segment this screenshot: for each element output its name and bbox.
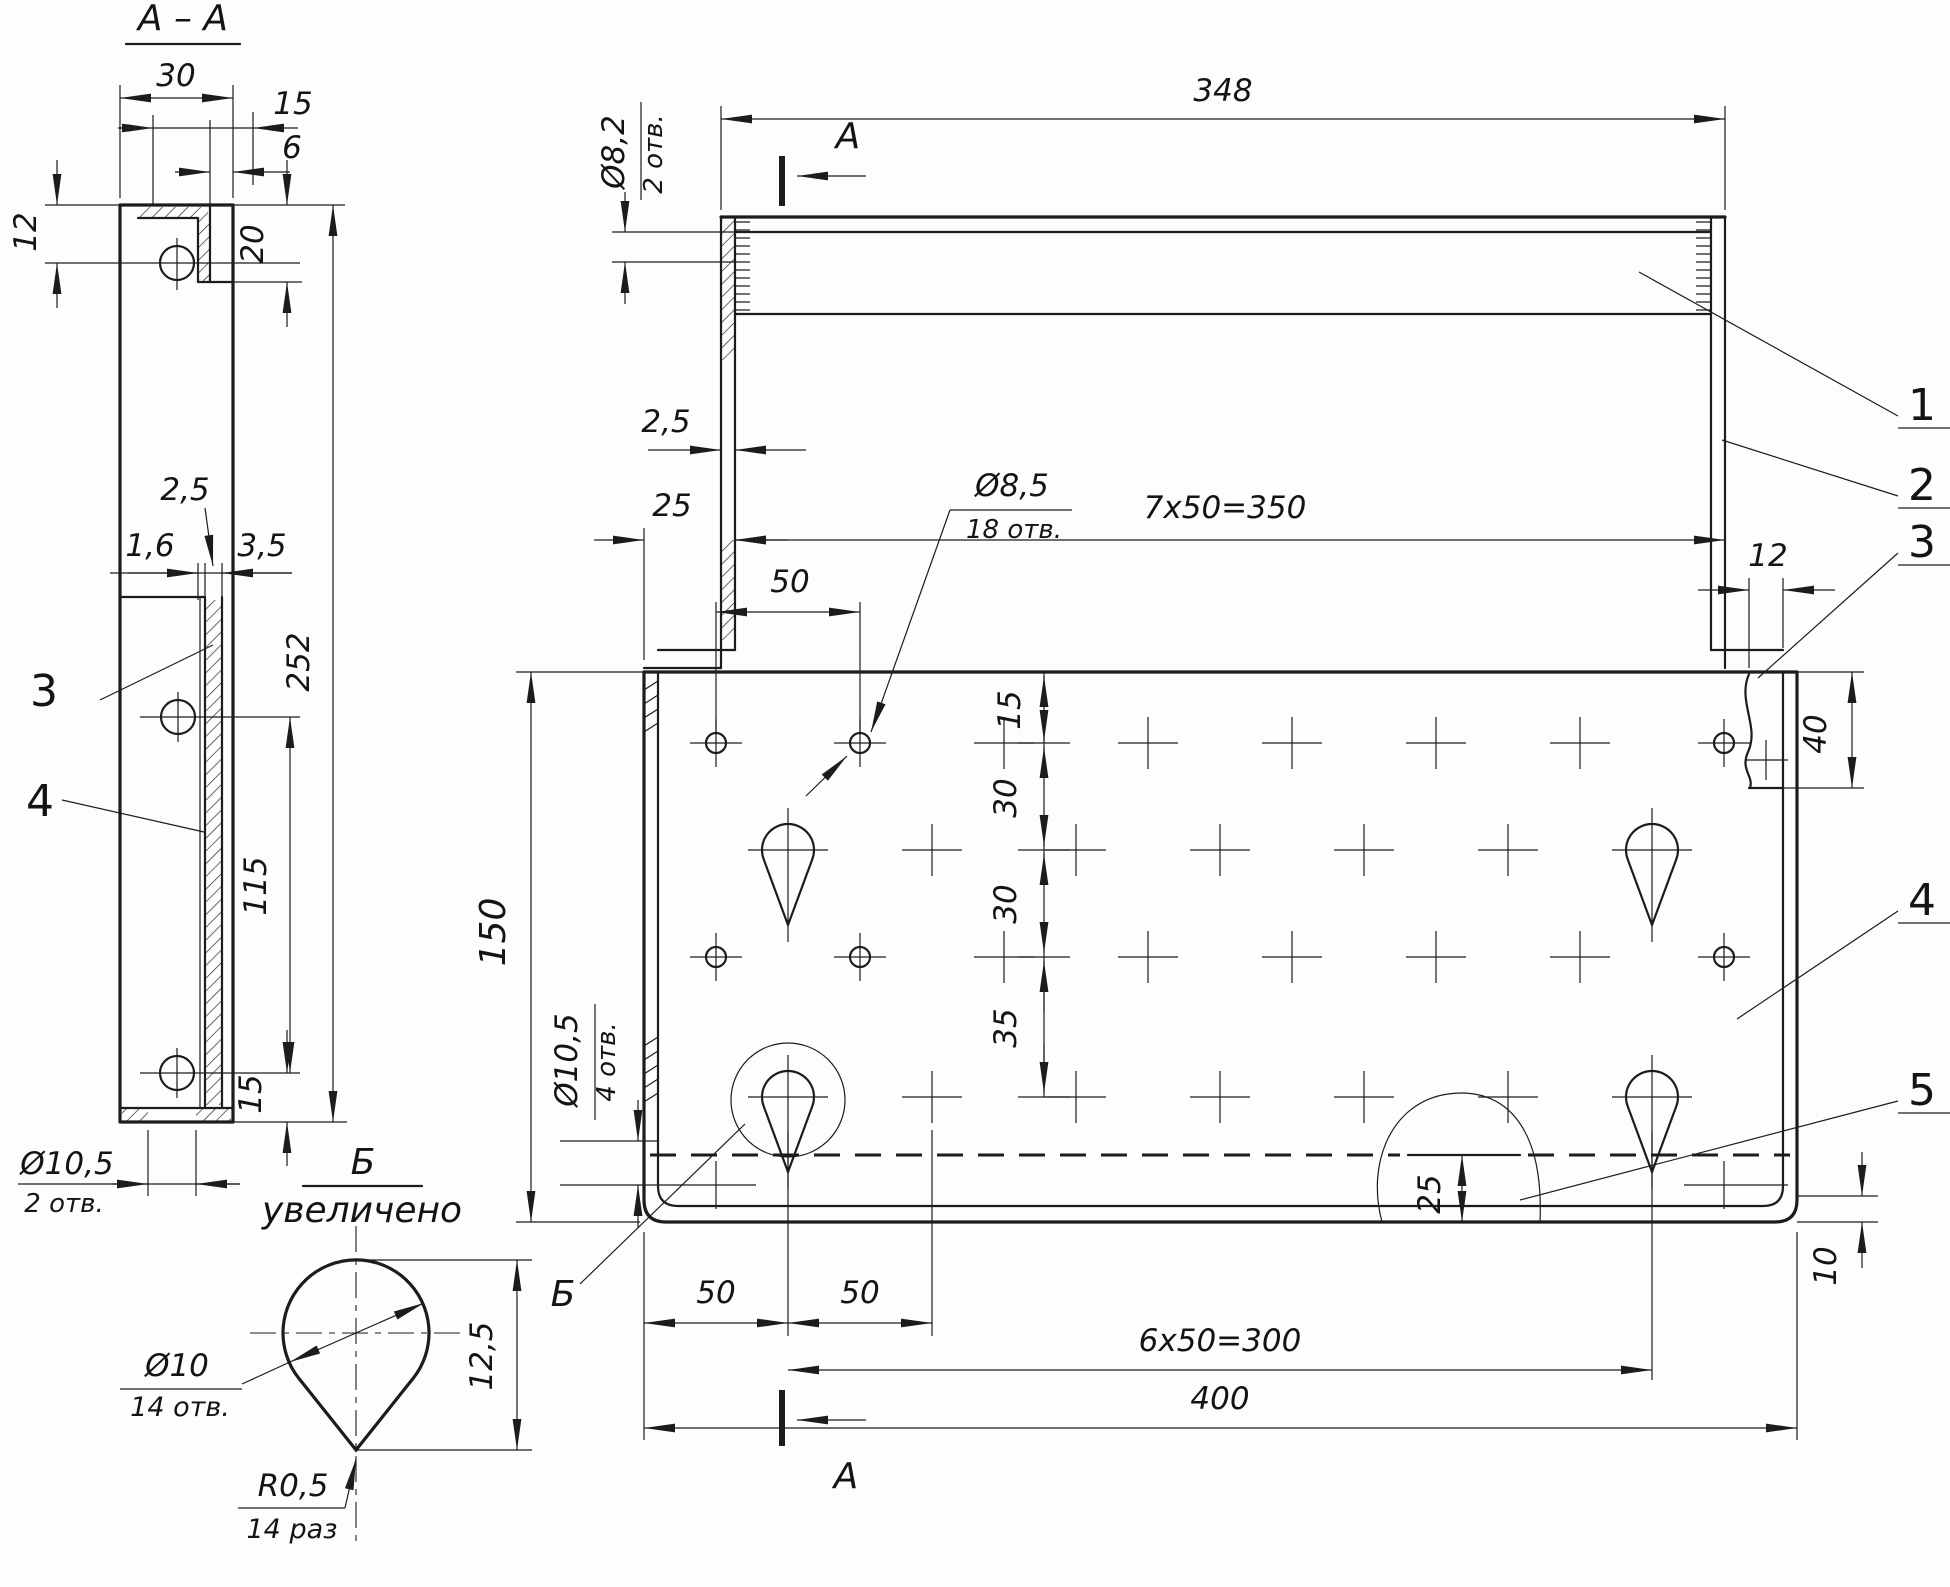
hole82-dia: Ø8,2 [596, 115, 632, 191]
callout-1: 1 [1908, 380, 1936, 431]
section-marker-top: А [834, 116, 861, 157]
hole82-qty: 2 отв. [639, 114, 669, 193]
dim-1-6: 1,6 [125, 528, 174, 564]
dim-15-flange: 15 [273, 86, 312, 122]
callout-5: 5 [1908, 1065, 1936, 1116]
detail-radius-qty: 14 раз [247, 1514, 338, 1545]
dim-35: 35 [988, 1008, 1024, 1047]
hole-note-qty-left: 2 отв. [24, 1189, 103, 1219]
callout-3-left: 3 [30, 666, 58, 717]
dim-50-top: 50 [770, 564, 809, 600]
dim-30-a: 30 [988, 778, 1024, 817]
detail-title: Б [351, 1142, 376, 1183]
dim-15: 15 [992, 690, 1028, 729]
dim-400: 400 [1190, 1381, 1249, 1417]
hole-row-1 [690, 717, 1750, 769]
detail-dim-height: 12,5 [464, 1321, 500, 1390]
dim-3-5: 3,5 [237, 528, 286, 564]
dim-50-b: 50 [840, 1275, 879, 1311]
dim-25: 25 [652, 488, 691, 524]
dim-pitch-bottom: 6x50=300 [1139, 1323, 1302, 1359]
dim-252: 252 [281, 632, 317, 691]
detail-hole-qty: 14 отв. [130, 1392, 230, 1423]
hole-row-3 [690, 931, 1750, 983]
detail-marker-main: Б [551, 1274, 576, 1315]
hole105-dia: Ø10,5 [549, 1013, 585, 1108]
section-marker-bottom: А [832, 1456, 859, 1497]
dim-10: 10 [1808, 1246, 1844, 1285]
hole-row-2 [748, 808, 1692, 942]
dim-150: 150 [473, 898, 514, 967]
callout-4: 4 [1908, 875, 1936, 926]
dim-15-bottom: 15 [233, 1074, 269, 1113]
callout-3: 3 [1908, 517, 1936, 568]
hole85-qty: 18 отв. [966, 515, 1062, 545]
dim-30-b: 30 [988, 884, 1024, 923]
dim-2-5-thk: 2,5 [160, 472, 209, 508]
dim-20: 20 [235, 224, 271, 263]
dim-25-local: 25 [1412, 1174, 1448, 1213]
dim-6: 6 [282, 130, 302, 166]
hole-row-bottom [676, 1161, 1788, 1209]
dim-12: 12 [1748, 538, 1787, 574]
hole105-qty: 4 отв. [592, 1022, 622, 1101]
detail-view-b: Б увеличено Ø10 14 отв. 12,5 R0,5 14 раз [120, 1142, 532, 1545]
callouts: 1 2 3 4 5 [1519, 271, 1950, 1201]
hole85-dia: Ø8,5 [973, 468, 1049, 504]
dim-pitch-top: 7x50=350 [1144, 490, 1307, 526]
dim-50-a: 50 [696, 1275, 735, 1311]
detail-hole-dia: Ø10 [143, 1348, 209, 1384]
hole-note-dia-left: Ø10,5 [18, 1146, 113, 1182]
section-view-a-a: А – А 30 15 [8, 0, 347, 1219]
dim-348: 348 [1193, 73, 1252, 109]
dim-115: 115 [238, 856, 274, 915]
detail-radius: R0,5 [258, 1468, 329, 1504]
main-view: 348 Ø8,2 2 отв. А 2,5 25 7x50=350 50 Ø8,… [473, 73, 1950, 1497]
detail-scale-note: увеличено [261, 1190, 462, 1231]
hole-row-4 [730, 1042, 1692, 1189]
dim-wall-thk: 2,5 [641, 404, 690, 440]
dim-30: 30 [156, 58, 195, 94]
dim-12-left: 12 [8, 212, 44, 251]
section-title: А – А [136, 0, 228, 39]
callout-2: 2 [1908, 460, 1936, 511]
dim-40: 40 [1798, 714, 1834, 753]
callout-4-left: 4 [26, 776, 54, 827]
